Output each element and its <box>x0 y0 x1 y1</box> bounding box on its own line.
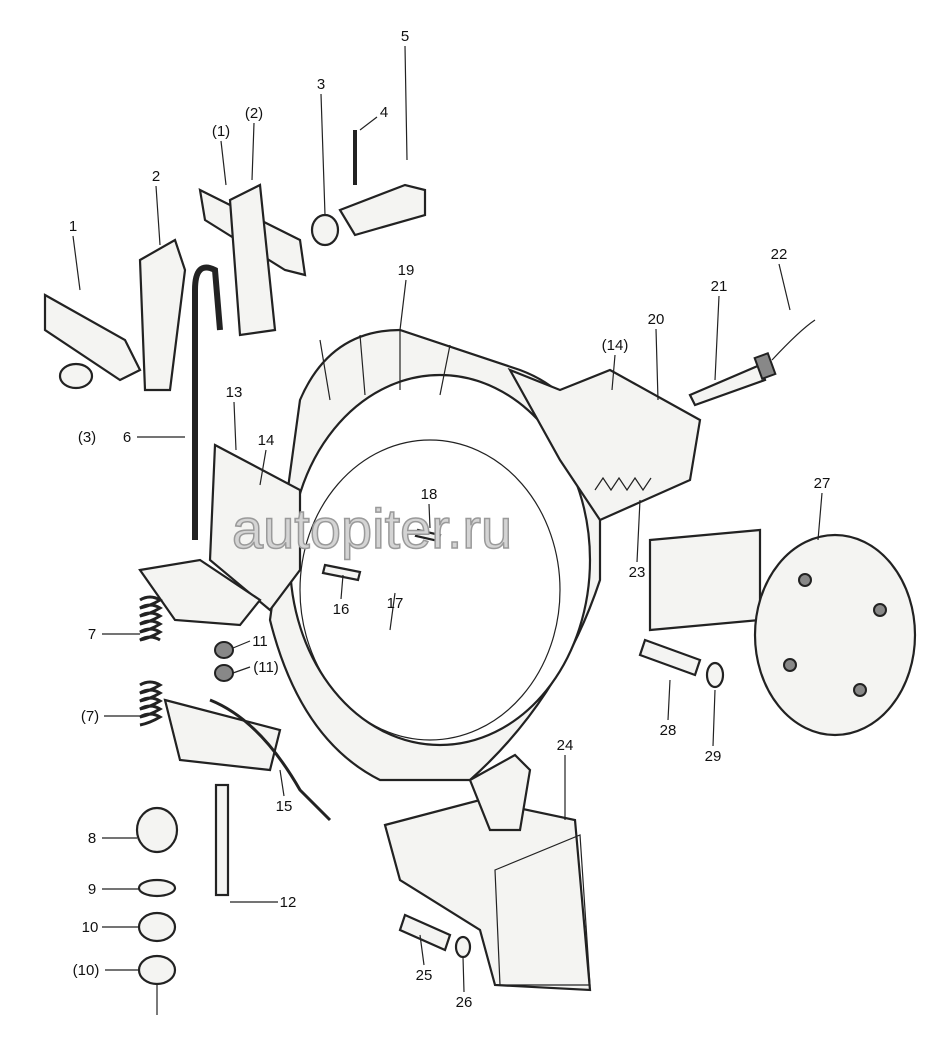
label-26: 26 <box>456 994 473 1011</box>
disk-27 <box>753 533 917 737</box>
washer-9 <box>137 878 177 898</box>
label-23: 23 <box>629 564 646 581</box>
label-10-alt: (10) <box>73 962 100 979</box>
lower-bracket <box>138 558 262 627</box>
washer-3b <box>58 362 94 390</box>
label-11-alt: (11) <box>253 659 279 676</box>
label-24: 24 <box>557 737 574 754</box>
label-28: 28 <box>660 722 677 739</box>
label-25: 25 <box>416 967 433 984</box>
lever-15 <box>209 698 332 822</box>
part-labels: 1 2 (1) (2) 3 4 5 (3) 6 13 14 19 20 (14)… <box>69 28 831 1011</box>
label-17: 17 <box>387 595 404 612</box>
label-14-alt: (14) <box>602 337 629 354</box>
label-3: 3 <box>317 76 325 93</box>
label-9: 9 <box>88 881 96 898</box>
label-2: 2 <box>152 168 160 185</box>
label-8: 8 <box>88 830 96 847</box>
washer-3 <box>310 213 340 247</box>
lower-bracket-b <box>163 698 282 772</box>
label-16: 16 <box>333 601 350 618</box>
label-4: 4 <box>380 104 388 121</box>
label-19: 19 <box>398 262 415 279</box>
cup-8 <box>135 806 179 854</box>
lever-1b <box>228 183 277 337</box>
label-7: 7 <box>88 626 96 643</box>
label-18: 18 <box>421 486 438 503</box>
nut-11 <box>214 641 234 659</box>
label-3-alt: (3) <box>78 429 96 446</box>
label-20: 20 <box>648 311 665 328</box>
label-21: 21 <box>711 278 728 295</box>
label-11: 11 <box>252 633 268 650</box>
watermark: autopiter.ru <box>232 497 512 560</box>
washer-29 <box>705 661 725 689</box>
lever-2 <box>138 238 187 392</box>
nut-11b <box>214 664 234 682</box>
nut-10 <box>137 911 177 943</box>
label-10: 10 <box>82 919 99 936</box>
label-14: 14 <box>258 432 275 449</box>
bolt-21 <box>688 319 816 407</box>
spring <box>594 476 652 492</box>
leader-lines <box>72 45 823 993</box>
label-27: 27 <box>814 475 831 492</box>
rod-6 <box>192 264 223 540</box>
label-29: 29 <box>705 748 722 765</box>
label-2-alt: (2) <box>245 105 263 122</box>
label-12: 12 <box>280 894 297 911</box>
label-5: 5 <box>401 28 409 45</box>
label-13: 13 <box>226 384 243 401</box>
label-15: 15 <box>276 798 293 815</box>
label-22: 22 <box>771 246 788 263</box>
washer-26 <box>454 935 472 959</box>
nut-10b <box>137 954 177 986</box>
bracket-24 <box>383 753 592 992</box>
label-7-alt: (7) <box>81 708 99 725</box>
bolt-16 <box>321 563 362 582</box>
bolt-12 <box>214 783 230 897</box>
brake-band-19 <box>268 328 602 782</box>
bolt-25 <box>398 913 452 952</box>
lever-1 <box>43 293 142 382</box>
bolt-28 <box>638 638 702 677</box>
bracket-20 <box>507 367 702 522</box>
label-6: 6 <box>123 429 131 446</box>
label-1-alt: (1) <box>212 123 230 140</box>
spring-7b <box>139 680 163 727</box>
spring-7 <box>139 595 163 642</box>
lining-block-13 <box>208 443 302 612</box>
label-1: 1 <box>69 218 77 235</box>
pin-5 <box>338 183 427 237</box>
block-23 <box>648 528 762 632</box>
screw-18 <box>414 528 442 543</box>
